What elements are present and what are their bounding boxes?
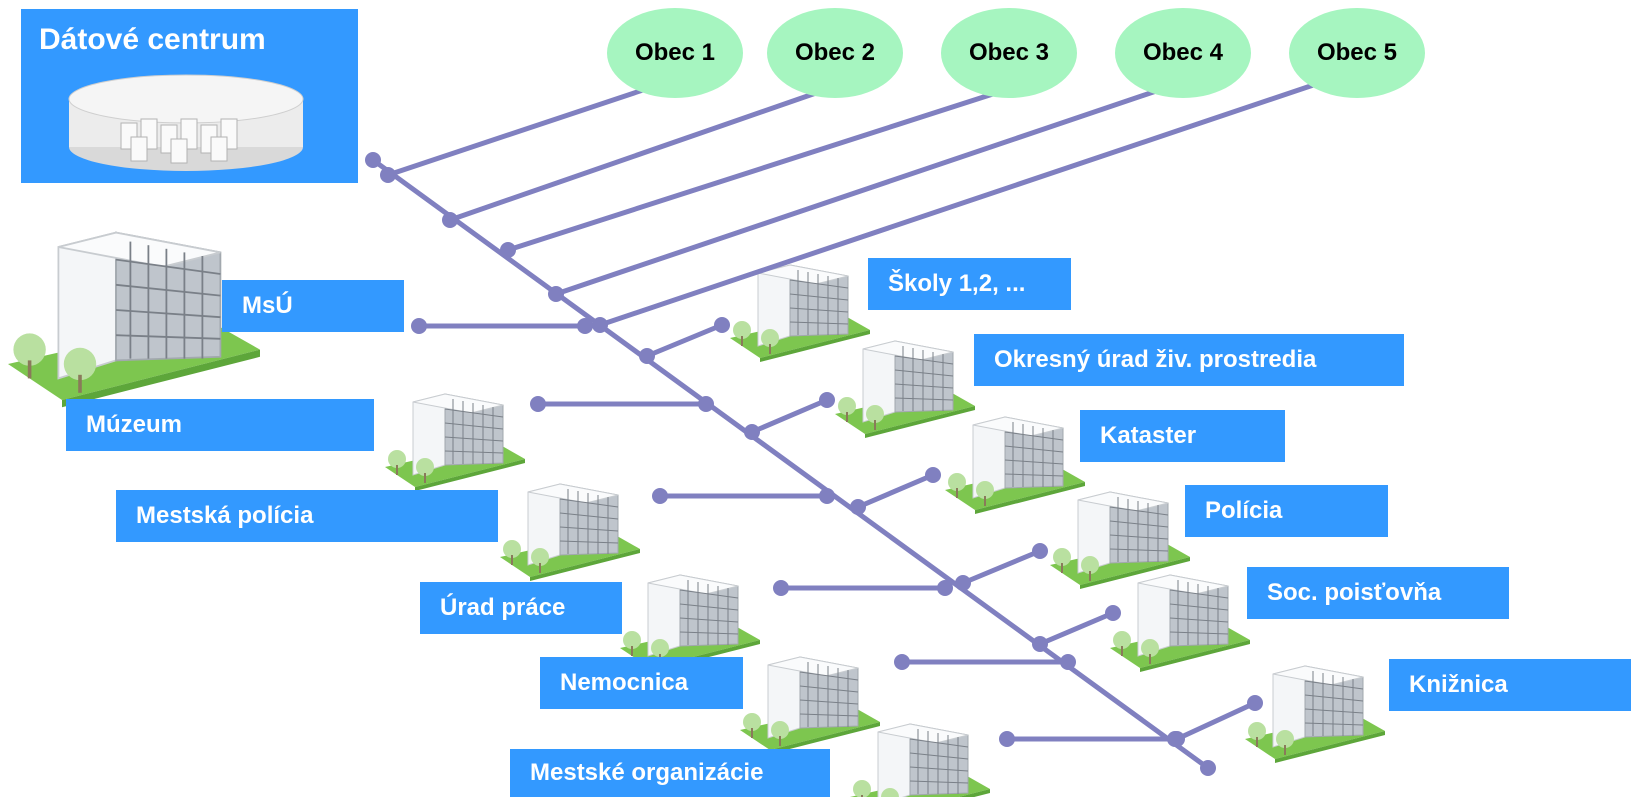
kniznica-building-icon (1245, 665, 1385, 763)
node-policia-label: Polícia (1185, 485, 1388, 537)
soc-poistovna-building-icon (1110, 574, 1250, 672)
policia-trunk-dot (955, 575, 971, 591)
obec-3-label: Obec 3 (968, 39, 1050, 66)
node-mestske-organizacie-label: Mestské organizácie (510, 749, 830, 797)
obec-4-node: Obec 4 (1115, 8, 1251, 98)
node-msu-label: MsÚ (222, 280, 404, 332)
mestske-organizacie-building-icon (850, 723, 990, 797)
obec-5-node: Obec 5 (1289, 8, 1425, 98)
obec-1-link (385, 81, 664, 178)
kataster-end-dot (925, 467, 941, 483)
obec-1-trunk-dot (380, 167, 396, 183)
node-urad-prace-label: Úrad práce (420, 582, 622, 634)
mestske-organizacie-end-dot (999, 731, 1015, 747)
node-okresny-urad-label: Okresný úrad živ. prostredia (974, 334, 1404, 386)
policia-building-icon (1050, 491, 1190, 589)
okresny-urad-trunk-dot (744, 424, 760, 440)
skoly-building-icon (730, 264, 870, 362)
msu-trunk-dot (577, 318, 593, 334)
obec-2-trunk-dot (442, 212, 458, 228)
mestska-policia-end-dot (652, 488, 668, 504)
muzeum-building-icon (385, 393, 525, 491)
kniznica-end-dot (1247, 695, 1263, 711)
datacenter-icon (68, 74, 304, 171)
kataster-building-icon (945, 416, 1085, 514)
soc-poistovna-trunk-dot (1032, 636, 1048, 652)
obec-1-node: Obec 1 (607, 8, 743, 98)
muzeum-trunk-dot (698, 396, 714, 412)
okresny-urad-end-dot (819, 392, 835, 408)
obec-3-link (505, 81, 1027, 253)
datacenter-title: Dátové centrum (39, 23, 266, 56)
msu-building-icon (8, 231, 260, 408)
policia-end-dot (1032, 543, 1048, 559)
obec-3-trunk-dot (500, 242, 516, 258)
kniznica-trunk-dot (1169, 731, 1185, 747)
obec-5-link (597, 67, 1361, 328)
node-kniznica-label: Knižnica (1389, 659, 1631, 711)
nemocnica-building-icon (740, 656, 880, 754)
urad-prace-building-icon (620, 574, 760, 672)
skoly-end-dot (714, 317, 730, 333)
obec-5-trunk-dot (592, 317, 608, 333)
node-skoly-label: Školy 1,2, ... (868, 258, 1071, 310)
msu-end-dot (411, 318, 427, 334)
skoly-link (644, 322, 725, 359)
obec-2-label: Obec 2 (794, 39, 876, 66)
obec-2-node: Obec 2 (767, 8, 903, 98)
soc-poistovna-end-dot (1105, 605, 1121, 621)
kataster-trunk-dot (850, 499, 866, 515)
node-nemocnica-label: Nemocnica (540, 657, 743, 709)
policia-link (960, 548, 1043, 586)
soc-poistovna-link (1037, 610, 1116, 647)
nemocnica-end-dot (894, 654, 910, 670)
obec-1-label: Obec 1 (634, 39, 716, 66)
kataster-link (855, 472, 936, 510)
trunk-start-dot (365, 152, 381, 168)
okresny-urad-link (749, 397, 830, 435)
skoly-trunk-dot (639, 348, 655, 364)
node-kataster-label: Kataster (1080, 410, 1285, 462)
okresny-urad-building-icon (835, 340, 975, 438)
trunk-end-dot (1200, 760, 1216, 776)
node-muzeum-label: Múzeum (66, 399, 374, 451)
obec-4-label: Obec 4 (1142, 39, 1224, 66)
nemocnica-trunk-dot (1060, 654, 1076, 670)
mestska-policia-trunk-dot (819, 488, 835, 504)
obec-2-link (447, 81, 845, 223)
obec-4-trunk-dot (548, 286, 564, 302)
node-soc-poistovna-label: Soc. poisťovňa (1247, 567, 1509, 619)
mestska-policia-building-icon (500, 483, 640, 581)
urad-prace-end-dot (773, 580, 789, 596)
obec-5-label: Obec 5 (1316, 39, 1398, 66)
muzeum-end-dot (530, 396, 546, 412)
obec-3-node: Obec 3 (941, 8, 1077, 98)
node-mestska-policia-label: Mestská polícia (116, 490, 498, 542)
datacenter-box: Dátové centrum (21, 9, 358, 183)
kniznica-link (1174, 700, 1258, 742)
urad-prace-trunk-dot (937, 580, 953, 596)
obec-4-link (553, 81, 1180, 297)
